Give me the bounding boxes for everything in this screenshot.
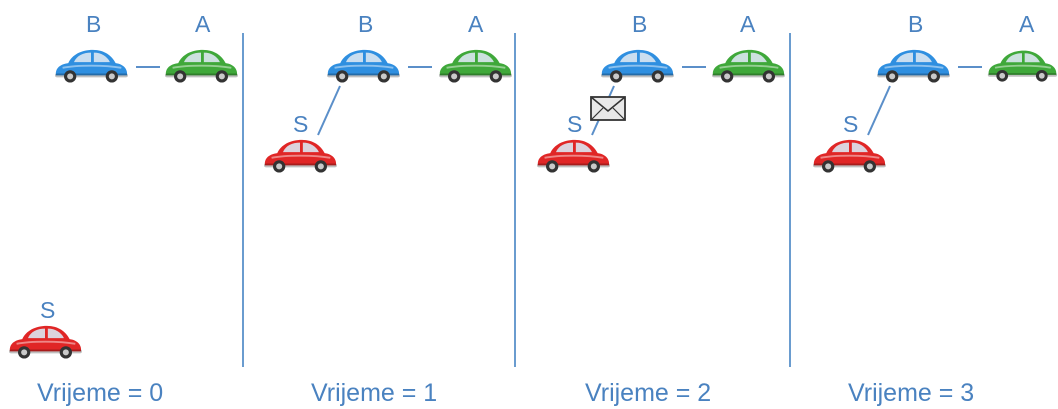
car-s xyxy=(263,138,338,173)
car-s-label: S xyxy=(567,111,582,137)
car-s-label: S xyxy=(843,111,858,137)
panel-time-0: B A S Vrijeme = 0 xyxy=(8,11,239,407)
link-s-b xyxy=(867,85,891,136)
panel-time-3: B A S Vrijeme = 3 xyxy=(812,11,1058,407)
time-caption: Vrijeme = 3 xyxy=(848,379,974,407)
time-caption: Vrijeme = 2 xyxy=(585,379,711,407)
car-a xyxy=(438,48,513,83)
panel-time-1: B A S Vrijeme = 1 xyxy=(263,11,513,407)
car-a-label: A xyxy=(740,11,756,37)
car-b-label: B xyxy=(358,11,373,37)
car-b xyxy=(54,48,129,83)
car-s-label: S xyxy=(40,297,55,323)
car-b-label: B xyxy=(908,11,923,37)
car-b-label: B xyxy=(86,11,101,37)
car-a-label: A xyxy=(195,11,211,37)
car-b xyxy=(876,48,951,83)
car-s xyxy=(536,138,611,173)
panel-time-2: B A S Vrijeme = 2 xyxy=(536,11,786,407)
car-a-label: A xyxy=(468,11,484,37)
time-caption: Vrijeme = 0 xyxy=(37,379,163,407)
time-caption: Vrijeme = 1 xyxy=(311,379,437,407)
car-b xyxy=(326,48,401,83)
car-s xyxy=(8,324,83,359)
car-a-label: A xyxy=(1019,11,1035,37)
car-b xyxy=(600,48,675,83)
car-s xyxy=(812,138,887,173)
car-b-label: B xyxy=(632,11,647,37)
car-a xyxy=(711,48,786,83)
link-s-b xyxy=(317,85,341,136)
car-a xyxy=(986,49,1058,83)
car-a xyxy=(164,48,239,83)
car-s-label: S xyxy=(293,111,308,137)
envelope-icon xyxy=(590,96,626,121)
